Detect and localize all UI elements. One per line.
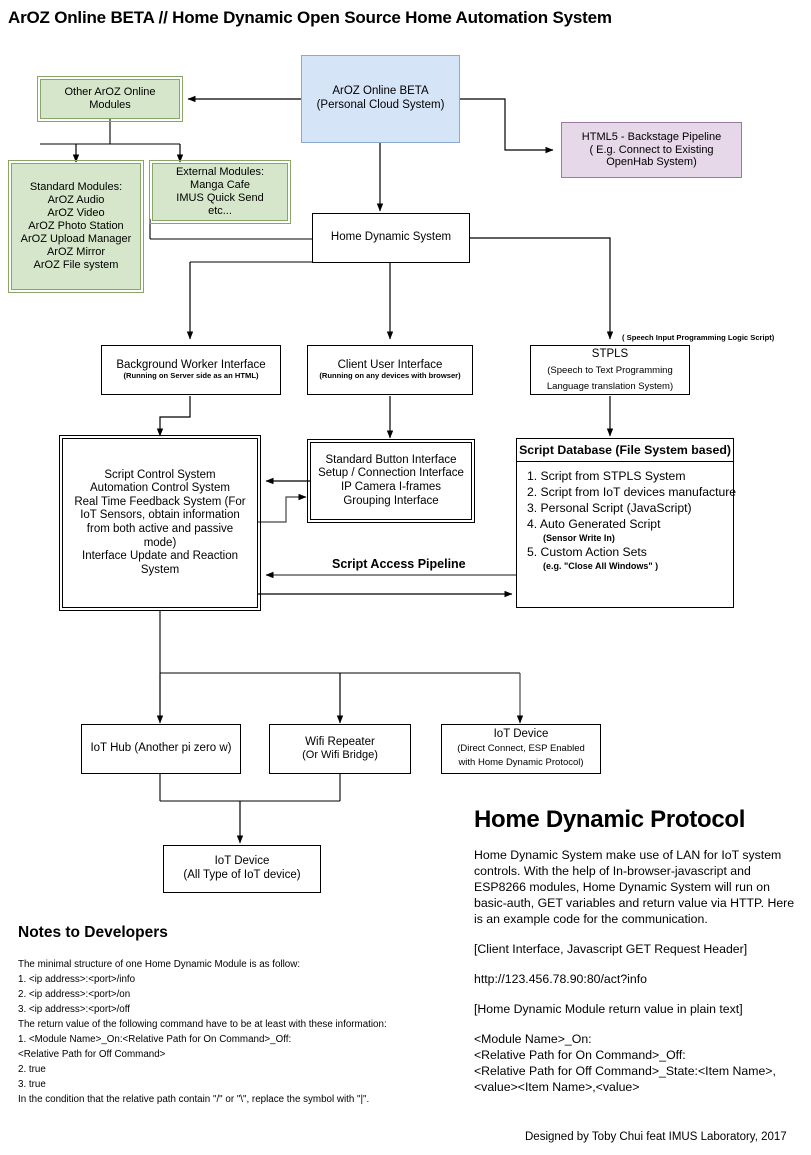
notes-line: 3. true [18,1078,46,1090]
node-line: Real Time Feedback System (For [74,495,246,508]
node-subtitle: (All Type of IoT device) [183,869,301,881]
node-iot-device-all-types[interactable]: IoT Device (All Type of IoT device) [163,845,321,893]
node-line: IMUS Quick Send [176,192,264,204]
protocol-return-line: <Relative Path for On Command>_Off: [474,1047,686,1062]
node-line: Home Dynamic System [330,231,452,244]
notes-line: 1. <Module Name>_On:<Relative Path for O… [18,1033,292,1045]
notes-line: In the condition that the relative path … [18,1093,370,1105]
protocol-request-url: http://123.456.78.90:80/act?info [474,971,647,986]
list-item: 1. Script from STPLS System [527,469,686,483]
node-line: IoT Sensors, obtain information [80,509,240,522]
node-line: Manga Cafe [190,179,250,192]
node-line: System [140,563,180,576]
node-line: ArOZ Video [47,207,105,220]
node-title: IoT Device [493,728,549,740]
protocol-intro: Home Dynamic System make use of LAN for … [474,848,795,926]
node-aroz-online-beta[interactable]: ArOZ Online BETA (Personal Cloud System) [301,55,460,143]
list-item-subtext: (Sensor Write In) [543,533,615,544]
node-line: Automation Control System [90,482,230,495]
node-line: OpenHab System) [606,156,697,169]
node-line: ArOZ Online BETA [332,85,429,98]
node-line: Grouping Interface [343,494,439,507]
node-line: IoT Hub (Another pi zero w) [90,742,232,755]
protocol-return-line: <Module Name>_On: [474,1031,592,1046]
node-title: Client User Interface [337,358,443,371]
notes-line: 1. <ip address>:<port>/info [18,973,136,985]
node-line: Other ArOZ Online [64,86,156,99]
list-item: 5. Custom Action Sets [527,544,647,559]
node-line: Standard Modules: [29,181,123,194]
notes-line: The minimal structure of one Home Dynami… [18,959,301,970]
node-line: from both active and passive [86,523,234,535]
node-line: ArOZ Audio [47,194,105,207]
node-line: ArOZ Upload Manager [20,232,132,245]
node-subtitle: (Running on Server side as an HTML) [123,371,259,381]
node-line: Script Control System [104,468,216,481]
node-line: HTML5 - Backstage Pipeline [581,130,722,143]
node-title: STPLS [591,348,629,360]
node-html5-backstage-pipeline[interactable]: HTML5 - Backstage Pipeline ( E.g. Connec… [561,122,742,178]
notes-line: 3. <ip address>:<port>/off [18,1003,131,1015]
stpls-annotation: ( Speech Input Programming Logic Script) [622,333,775,342]
notes-line: The return value of the following comman… [18,1018,387,1030]
node-line: (Personal Cloud System) [316,99,445,111]
protocol-panel: Home Dynamic Protocol Home Dynamic Syste… [474,806,804,1110]
node-line: ArOZ Photo Station [28,220,124,233]
page-title: ArOZ Online BETA // Home Dynamic Open So… [8,8,612,27]
protocol-heading: Home Dynamic Protocol [474,806,746,833]
node-home-dynamic-system[interactable]: Home Dynamic System [312,213,470,263]
protocol-return-line: <Relative Path for Off Command>_State:<I… [474,1063,776,1078]
node-external-modules[interactable]: External Modules: Manga Cafe IMUS Quick … [149,160,291,224]
node-title: IoT Device [214,855,270,868]
node-line: with Home Dynamic Protocol) [458,756,584,768]
node-line: Setup / Connection Interface [318,467,464,480]
node-standard-button-interface[interactable]: Standard Button Interface Setup / Connec… [307,439,475,523]
notes-heading: Notes to Developers [18,924,168,941]
protocol-request-header-label: [Client Interface, Javascript GET Reques… [474,941,748,956]
node-script-control-system[interactable]: Script Control System Automation Control… [59,435,261,611]
protocol-return-label: [Home Dynamic Module return value in pla… [474,1001,743,1016]
node-title: Background Worker Interface [116,358,266,371]
list-item: 3. Personal Script (JavaScript) [527,500,692,515]
node-line: (Speech to Text Programming [547,364,673,376]
node-script-database[interactable]: Script Database (File System based) 1. S… [516,438,737,608]
node-line: Interface Update and Reaction [82,550,238,563]
script-database-header: Script Database (File System based) [517,439,733,462]
node-client-user-interface[interactable]: Client User Interface (Running on any de… [307,345,473,395]
node-iot-hub[interactable]: IoT Hub (Another pi zero w) [81,724,241,774]
list-item-subtext: (e.g. "Close All Windows" ) [543,561,659,572]
node-subtitle: (Running on any devices with browser) [319,371,461,381]
node-iot-device-direct-connect[interactable]: IoT Device (Direct Connect, ESP Enabled … [441,724,601,774]
node-line: ArOZ File system [33,258,119,271]
protocol-return-block: <Module Name>_On: <Relative Path for On … [474,1032,804,1096]
node-line: ( E.g. Connect to Existing [589,143,714,156]
node-line: Standard Button Interface [325,453,457,466]
developer-notes-panel: Notes to Developers The minimal structur… [18,924,468,1108]
list-item: 4. Auto Generated Script [527,516,661,531]
node-background-worker-interface[interactable]: Background Worker Interface (Running on … [101,345,281,395]
notes-line: <Relative Path for Off Command> [18,1048,166,1060]
node-line: ArOZ Mirror [46,245,106,258]
node-line: IP Camera I-frames [340,481,442,493]
node-line: mode) [143,536,177,549]
node-wifi-repeater[interactable]: Wifi Repeater (Or Wifi Bridge) [269,724,411,774]
protocol-return-line: <value><Item Name>,<value> [474,1079,640,1094]
edge-label-script-access-pipeline: Script Access Pipeline [328,557,470,571]
notes-line: 2. <ip address>:<port>/on [18,988,131,1000]
node-line: External Modules: [175,166,265,179]
notes-line: 2. true [18,1063,46,1075]
node-line: (Direct Connect, ESP Enabled [457,742,585,754]
script-database-list: 1. Script from STPLS System 2. Script fr… [517,462,737,573]
node-line: etc... [208,204,232,217]
node-line: Modules [89,99,131,111]
node-line: Language translation System) [546,380,674,392]
node-stpls[interactable]: STPLS (Speech to Text Programming Langua… [530,345,690,395]
node-subtitle: (Or Wifi Bridge) [302,749,378,762]
node-title: Wifi Repeater [305,735,375,748]
node-other-aroz-online-modules[interactable]: Other ArOZ Online Modules [37,76,183,122]
credit-line: Designed by Toby Chui feat IMUS Laborato… [525,1131,787,1143]
list-item: 2. Script from IoT devices manufacture [527,484,737,499]
node-standard-modules[interactable]: Standard Modules: ArOZ Audio ArOZ Video … [8,160,144,293]
